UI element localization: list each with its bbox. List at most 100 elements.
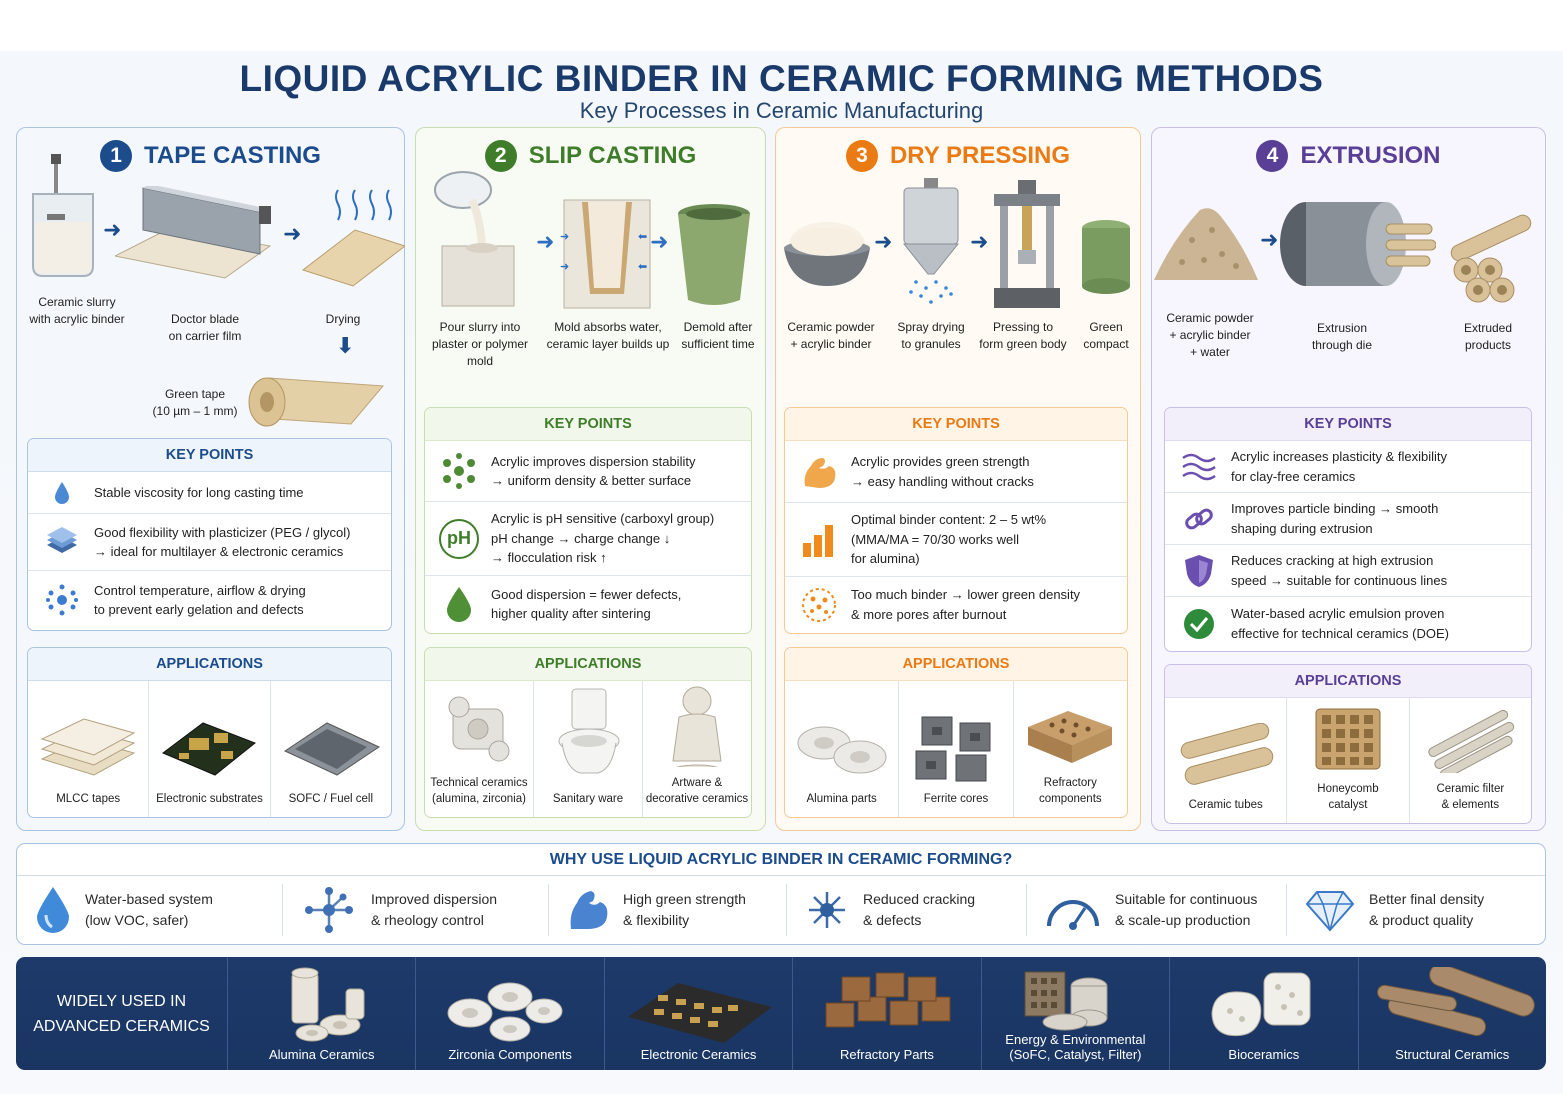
extrusion-title: EXTRUSION — [1300, 142, 1441, 169]
benefit-item: High green strength & flexibility — [549, 884, 787, 936]
application-label: Ceramic filter & elements — [1436, 783, 1505, 811]
usage-label: Structural Ceramics — [1395, 1047, 1510, 1062]
arrow-right-icon: ➜ — [874, 230, 893, 255]
step-label: Drying — [325, 312, 361, 326]
application-item: Refractory components — [1014, 681, 1127, 817]
key-point-text: Good flexibility with plasticizer (PEG /… — [94, 524, 351, 560]
pouring-mold-icon — [434, 171, 515, 307]
ph-icon: pH — [439, 518, 479, 559]
usage-item: Structural Ceramics — [1359, 957, 1546, 1070]
water-drop-icon — [42, 481, 82, 505]
key-point-text: Reduces cracking at high extrusion speed… — [1231, 553, 1448, 588]
particles-icon — [42, 583, 82, 617]
key-point-text: Control temperature, airflow & drying to… — [94, 582, 306, 618]
application-item: SOFC / Fuel cell — [271, 681, 391, 817]
benefit-text: Improved dispersion & rheology control — [371, 891, 498, 928]
step-label: Green compact — [1083, 320, 1129, 351]
refractory-blocks-icon — [1028, 711, 1113, 763]
step-number-badge: 1 — [100, 140, 133, 172]
key-point-item: Stable viscosity for long casting time — [28, 472, 391, 514]
key-point-item: Control temperature, airflow & drying to… — [28, 571, 391, 629]
key-point-item: Good dispersion = fewer defects, higher … — [425, 576, 751, 632]
spray-dryer-icon — [902, 178, 960, 304]
application-item: Sanitary ware — [534, 681, 643, 817]
ferrite-cores-icon — [915, 716, 991, 782]
key-point-text: Too much binder → lower green density & … — [851, 587, 1081, 622]
key-point-text: Acrylic increases plasticity & flexibili… — [1231, 449, 1448, 484]
ceramic-tubes-icon — [1180, 723, 1273, 785]
application-label: Honeycomb catalyst — [1317, 783, 1379, 811]
usage-label: Zirconia Components — [448, 1047, 572, 1062]
widely-used-banner: WIDELY USED IN ADVANCED CERAMICS Alumina… — [16, 957, 1546, 1070]
extruded-products-icon — [1450, 214, 1532, 303]
powder-pile-icon — [1154, 208, 1258, 280]
slip-applications: APPLICATIONS Technical ceramics (alumina… — [424, 647, 752, 818]
water-drop-icon — [37, 887, 69, 933]
dry-key-points: KEY POINTS Acrylic provides green streng… — [784, 407, 1128, 634]
key-point-text: Improves particle binding → smooth shapi… — [1231, 501, 1439, 536]
electronic-ceramics-icon — [627, 983, 772, 1043]
arrow-right-icon: ➜ — [536, 230, 555, 255]
application-label: Artware & decorative ceramics — [645, 777, 749, 805]
benefit-text: Better final density & product quality — [1369, 891, 1485, 928]
green-drop-icon — [439, 586, 479, 622]
extrusion-header: 4 EXTRUSION — [1152, 140, 1545, 172]
application-item: Ferrite cores — [899, 681, 1014, 817]
benefit-text: Reduced cracking & defects — [863, 891, 976, 928]
powder-bowl-icon — [784, 222, 870, 286]
flexed-arm-icon — [799, 452, 839, 492]
extrusion-applications: APPLICATIONS Ceramic tubes Honeycomb cat… — [1164, 664, 1532, 824]
application-item: Ceramic filter & elements — [1410, 698, 1531, 823]
flexed-arm-icon — [570, 891, 608, 929]
key-point-item: Too much binder → lower green density & … — [785, 577, 1127, 632]
dry-pressing-panel: 3 DRY PRESSING ➜ ➜ Ceramic powder + acry… — [775, 127, 1141, 831]
key-point-text: Acrylic improves dispersion stability → … — [491, 453, 696, 489]
step-label: Extruded products — [1463, 321, 1513, 352]
key-point-text: Acrylic provides green strength → easy h… — [851, 454, 1034, 489]
application-label: Electronic substrates — [156, 793, 263, 805]
structural-ceramics-icon — [1377, 967, 1536, 1037]
applications-heading: APPLICATIONS — [1165, 665, 1531, 698]
shield-icon — [1179, 554, 1219, 588]
benefit-text: Suitable for continuous & scale-up produ… — [1115, 891, 1258, 928]
tape-casting-title: TAPE CASTING — [144, 142, 321, 169]
application-label: Refractory components — [1038, 777, 1102, 805]
key-point-text: Optimal binder content: 2 – 5 wt% (MMA/M… — [851, 512, 1047, 567]
honeycomb-icon — [1315, 708, 1381, 770]
step-number-badge: 2 — [484, 140, 517, 172]
step-label: Extrusion through die — [1311, 321, 1373, 352]
application-label: Technical ceramics (alumina, zirconia) — [430, 777, 528, 805]
toilet-icon — [558, 688, 620, 774]
demolded-cup-icon — [678, 204, 750, 305]
arrow-down-icon: ⬇ — [336, 334, 355, 359]
key-point-item: Water-based acrylic emulsion proven effe… — [1165, 597, 1531, 650]
benefit-item: Improved dispersion & rheology control — [283, 884, 549, 936]
molecule-icon — [305, 887, 353, 933]
bar-chart-icon — [799, 523, 839, 557]
usage-item: Bioceramics — [1170, 957, 1359, 1070]
speedometer-icon — [1047, 900, 1099, 930]
page-title: LIQUID ACRYLIC BINDER IN CERAMIC FORMING… — [239, 58, 1324, 99]
figurine-icon — [672, 686, 722, 767]
energy-environmental-icon — [1024, 971, 1108, 1031]
applications-heading: APPLICATIONS — [425, 648, 751, 681]
key-point-item: Reduces cracking at high extrusion speed… — [1165, 545, 1531, 597]
benefit-item: Water-based system (low VOC, safer) — [17, 884, 283, 936]
usage-label: Refractory Parts — [840, 1047, 934, 1062]
step-label: Ceramic slurry with acrylic binder — [29, 295, 125, 326]
application-label: SOFC / Fuel cell — [288, 793, 373, 805]
doctor-blade-icon — [115, 186, 272, 279]
extrusion-key-points: KEY POINTS Acrylic increases plasticity … — [1164, 407, 1532, 652]
dry-applications: APPLICATIONS Alumina parts Ferrite cores… — [784, 647, 1128, 818]
arrow-right-icon: ➜ — [103, 218, 122, 243]
step-label: Spray drying to granules — [897, 320, 965, 351]
usage-item: Zirconia Components — [416, 957, 605, 1070]
arrow-right-icon: ➜ — [283, 222, 302, 247]
benefit-item: Better final density & product quality — [1287, 884, 1544, 936]
application-label: Ferrite cores — [923, 793, 989, 805]
svg-text:⬅: ⬅ — [638, 231, 647, 243]
usage-item: Electronic Ceramics — [605, 957, 794, 1070]
dispersion-icon — [439, 451, 479, 491]
mold-absorbing-icon: ➜➜⬅⬅ — [560, 199, 651, 309]
step-label: Ceramic powder + acrylic binder + water — [1166, 311, 1254, 359]
